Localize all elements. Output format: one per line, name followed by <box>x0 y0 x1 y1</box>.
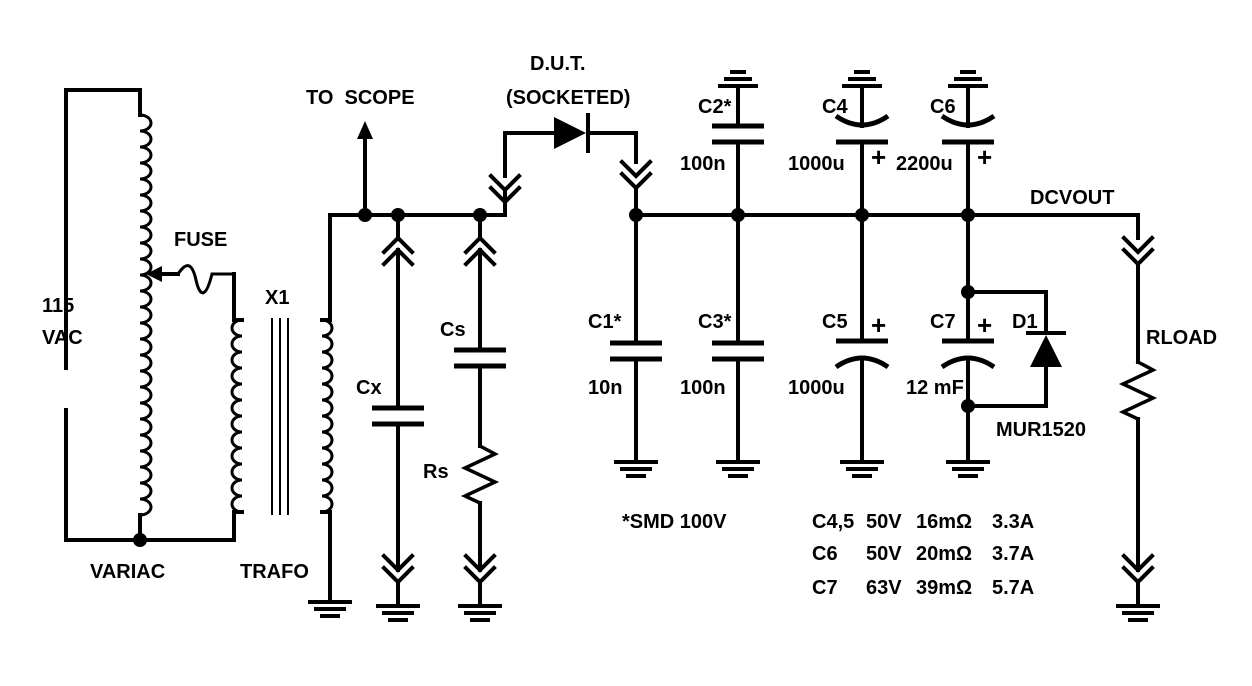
c4-label: C4 <box>822 96 848 118</box>
spec-voltage: 63V <box>866 577 902 599</box>
spec-esr: 20mΩ <box>916 543 972 565</box>
c5-value-label: 1000u <box>788 377 845 399</box>
dut-diode <box>488 113 652 217</box>
c4-plus-sign: + <box>871 142 886 172</box>
c2-capacitor <box>712 70 764 217</box>
variac-label: VARIAC <box>90 561 165 583</box>
source-voltage-label: 115 <box>42 295 74 317</box>
spec-cap: C7 <box>812 577 838 599</box>
dut-socketed-label: (SOCKETED) <box>506 87 630 109</box>
d1-diode <box>966 290 1066 408</box>
smd-note: *SMD 100V <box>622 511 727 533</box>
c1-capacitor <box>610 213 662 478</box>
c7-plus-sign: + <box>977 310 992 340</box>
c3-value-label: 100n <box>680 377 726 399</box>
c6-plus-sign: + <box>977 142 992 172</box>
c2-value-label: 100n <box>680 153 726 175</box>
c1-value-label: 10n <box>588 377 622 399</box>
d1-part-label: MUR1520 <box>996 419 1086 441</box>
spec-row: C7 63V 39mΩ 5.7A <box>812 577 1034 599</box>
capacitor-spec-table: C4,5 50V 16mΩ 3.3A C6 50V 20mΩ 3.7A C7 6… <box>812 511 1034 599</box>
spec-esr: 16mΩ <box>916 511 972 533</box>
source-voltage-unit-label: VAC <box>42 327 83 349</box>
spec-cap: C4,5 <box>812 511 854 533</box>
spec-esr: 39mΩ <box>916 577 972 599</box>
d1-label: D1 <box>1012 311 1038 333</box>
c5-label: C5 <box>822 311 848 333</box>
rload-resistor <box>1116 213 1160 622</box>
spec-cap: C6 <box>812 543 838 565</box>
c5-plus-sign: + <box>871 310 886 340</box>
dcvout-label: DCVOUT <box>1030 187 1114 209</box>
transformer-label: TRAFO <box>240 561 309 583</box>
c6-capacitor <box>940 70 996 217</box>
input-bus <box>357 121 507 217</box>
c6-label: C6 <box>930 96 956 118</box>
c2-label: C2* <box>698 96 732 118</box>
fuse-symbol <box>175 264 236 302</box>
c6-value-label: 2200u <box>896 153 953 175</box>
c4-value-label: 1000u <box>788 153 845 175</box>
spec-ripple: 5.7A <box>992 577 1034 599</box>
spec-ripple: 3.7A <box>992 543 1034 565</box>
c5-capacitor <box>834 213 890 478</box>
c3-capacitor <box>712 213 764 478</box>
c1-label: C1* <box>588 311 622 333</box>
c7-value-label: 12 mF <box>906 377 964 399</box>
scope-node <box>358 208 372 222</box>
cx-label: Cx <box>356 377 382 399</box>
cx-capacitor <box>372 213 424 622</box>
c3-label: C3* <box>698 311 732 333</box>
spec-row: C4,5 50V 16mΩ 3.3A <box>812 511 1034 533</box>
c7-capacitor <box>940 213 996 478</box>
spec-ripple: 3.3A <box>992 511 1034 533</box>
dut-label: D.U.T. <box>530 53 586 75</box>
spec-row: C6 50V 20mΩ 3.7A <box>812 543 1034 565</box>
c4-capacitor <box>834 70 890 217</box>
c7-label: C7 <box>930 311 956 333</box>
variac-winding <box>64 88 180 542</box>
fuse-label: FUSE <box>174 229 227 251</box>
to-scope-label: TO SCOPE <box>306 87 415 109</box>
transformer-ref-label: X1 <box>265 287 289 309</box>
cs-label: Cs <box>440 319 466 341</box>
spec-voltage: 50V <box>866 511 902 533</box>
rs-label: Rs <box>423 461 449 483</box>
rload-label: RLOAD <box>1146 327 1217 349</box>
spec-voltage: 50V <box>866 543 902 565</box>
transformer-x1 <box>138 213 367 618</box>
cs-rs-snubber <box>454 213 506 622</box>
